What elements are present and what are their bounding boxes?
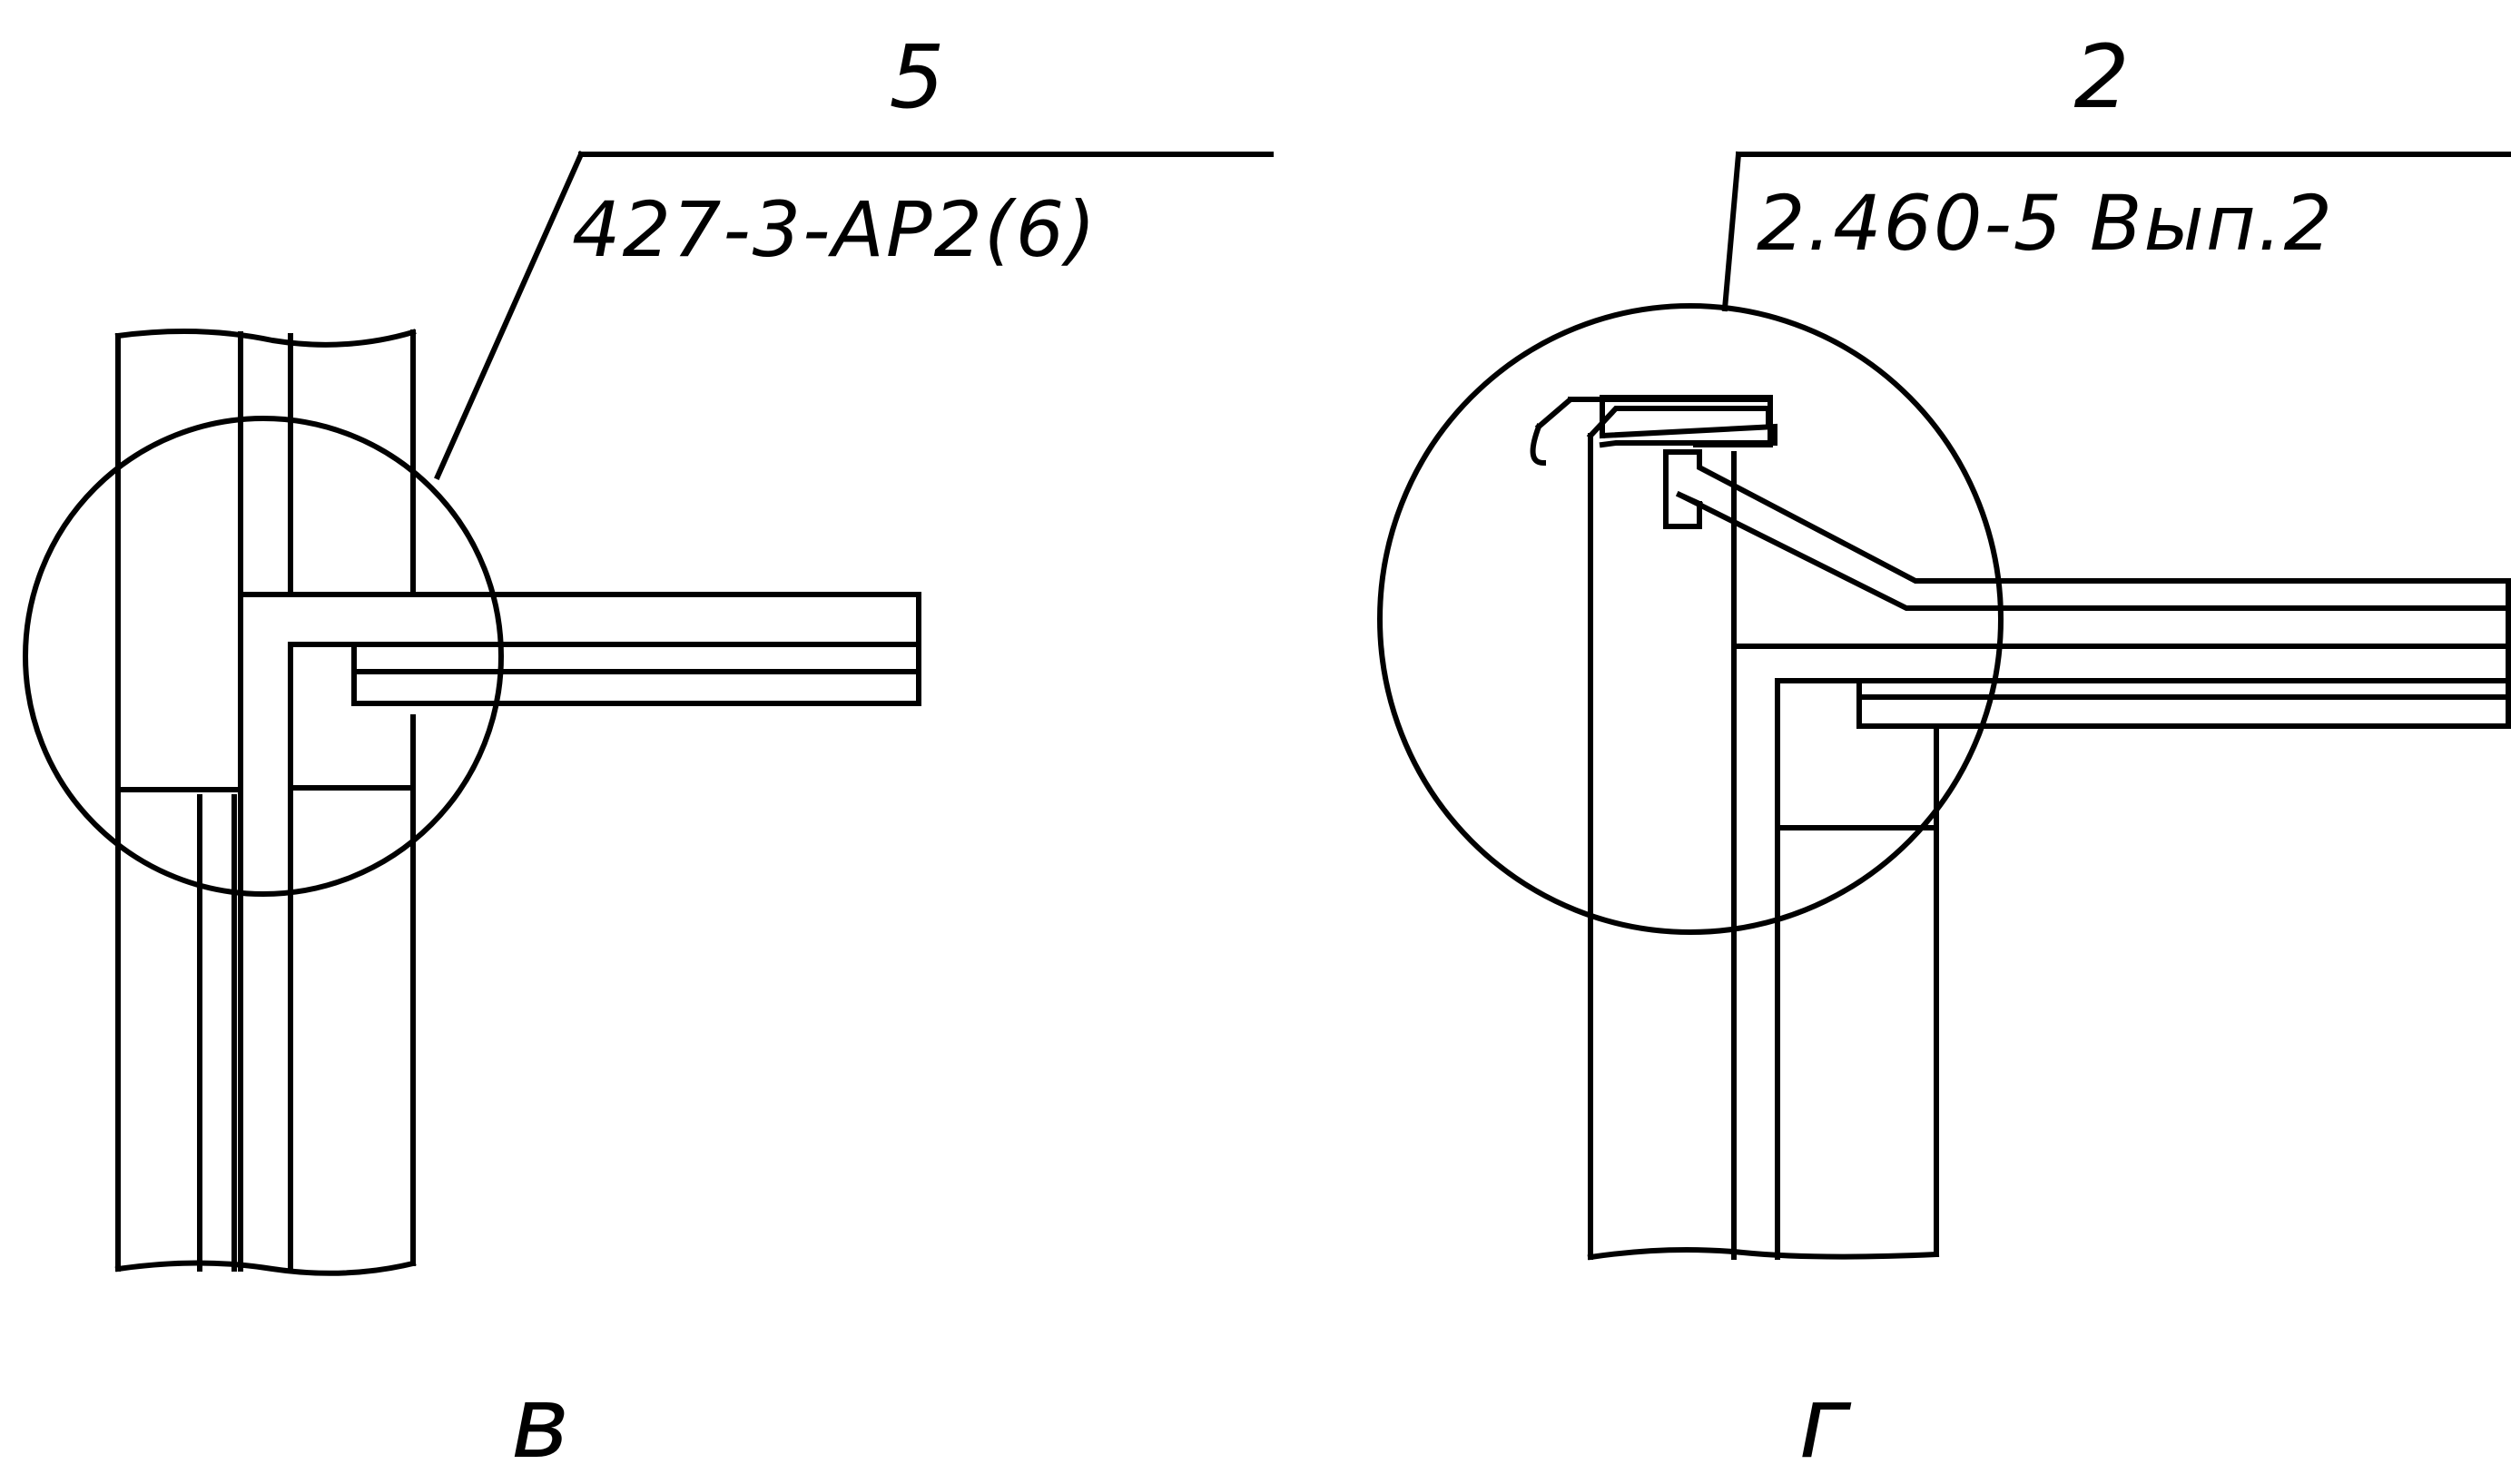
detail-g-caption: г [1798, 1364, 1852, 1480]
detail-v-wall [114, 329, 417, 1276]
detail-g-wall [1587, 433, 1940, 1261]
detail-v-circle [23, 416, 504, 897]
detail-g-leader [1721, 151, 2511, 312]
detail-g-callout-number: 2 [2073, 26, 2129, 128]
detail-g: 2 2.460-5 Вып.2 [1377, 26, 2511, 1261]
detail-v-leader [434, 151, 1274, 480]
detail-v-callout-number: 5 [889, 26, 944, 128]
detail-v-reference: 427-3-АР2(6) [572, 185, 1098, 274]
detail-g-parapet-cap [1530, 395, 1777, 467]
detail-v-caption: в [511, 1364, 570, 1480]
detail-v: 5 427-3-АР2(6) [23, 26, 1274, 1276]
detail-g-slab [1731, 578, 2511, 1260]
detail-v-slab [238, 592, 921, 706]
detail-g-circle [1377, 303, 2004, 935]
detail-g-reference: 2.460-5 Вып.2 [1757, 179, 2334, 268]
detail-g-sloped-flashing [1663, 449, 2511, 611]
